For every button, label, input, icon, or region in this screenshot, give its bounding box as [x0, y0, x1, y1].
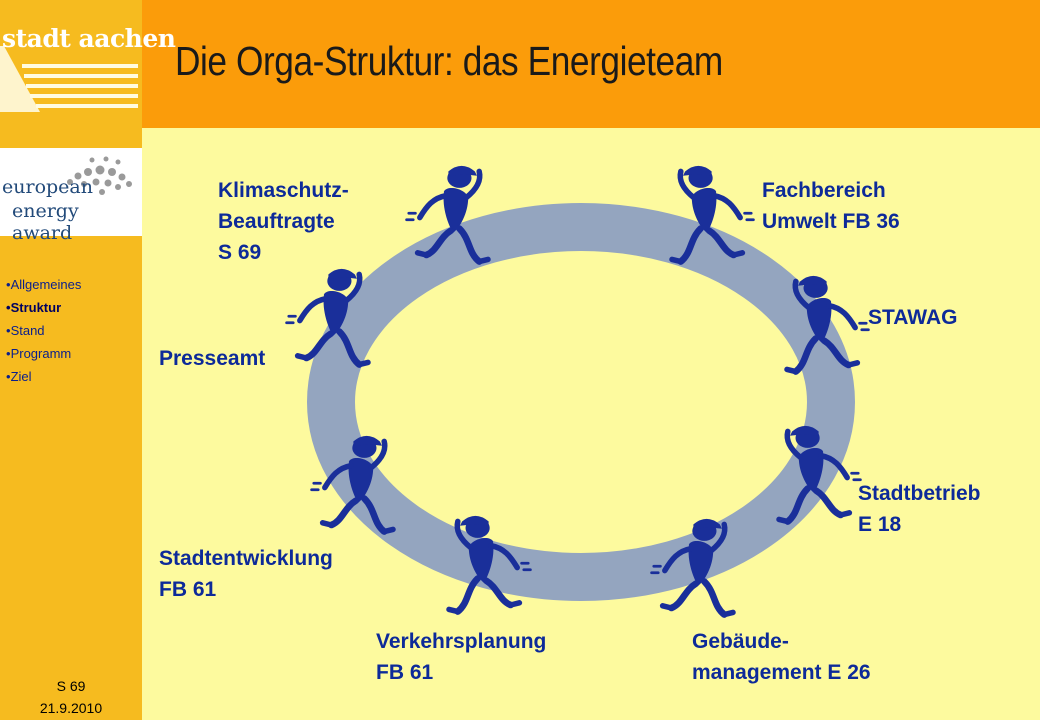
- sidebar: [0, 0, 142, 720]
- slide-date: 21.9.2010: [39, 700, 103, 716]
- award-line-2: energy award: [12, 200, 79, 244]
- slide-code: S 69: [56, 678, 86, 694]
- member-label-stawag: STAWAG: [868, 306, 958, 329]
- member-label-stadtbetrieb: Stadtbetrieb E 18: [858, 482, 981, 536]
- member-label-klimaschutz: Klimaschutz- Beauftragte S 69: [218, 179, 349, 264]
- award-line-1: european: [2, 176, 93, 198]
- member-label-verkehrsplanung: Verkehrsplanung FB 61: [376, 630, 547, 684]
- member-label-presseamt: Presseamt: [159, 347, 266, 370]
- section-nav: •Allgemeines •Struktur •Stand •Programm …: [6, 273, 81, 388]
- award-dots-icon: [67, 156, 132, 195]
- nav-item-ziel[interactable]: •Ziel: [6, 369, 32, 384]
- team-ring: [307, 203, 855, 601]
- nav-item-stand[interactable]: •Stand: [6, 323, 45, 338]
- nav-item-struktur[interactable]: •Struktur: [6, 300, 62, 315]
- stadt-aachen-logo: stadt aachen: [0, 0, 176, 128]
- cathedral-logo-icon: [0, 46, 138, 112]
- header-bar: [142, 0, 1040, 128]
- logo-text: stadt aachen: [2, 24, 176, 53]
- member-label-gebaeude: Gebäude- management E 26: [692, 630, 871, 684]
- member-label-fachbereich: Fachbereich Umwelt FB 36: [762, 179, 900, 233]
- page-title: Die Orga-Struktur: das Energieteam: [175, 38, 723, 84]
- european-energy-award-badge: european energy award: [0, 148, 142, 244]
- nav-item-programm[interactable]: •Programm: [6, 346, 72, 361]
- member-label-stadtentwicklung: Stadtentwicklung FB 61: [159, 547, 333, 601]
- nav-item-allgemeines[interactable]: •Allgemeines: [6, 277, 82, 292]
